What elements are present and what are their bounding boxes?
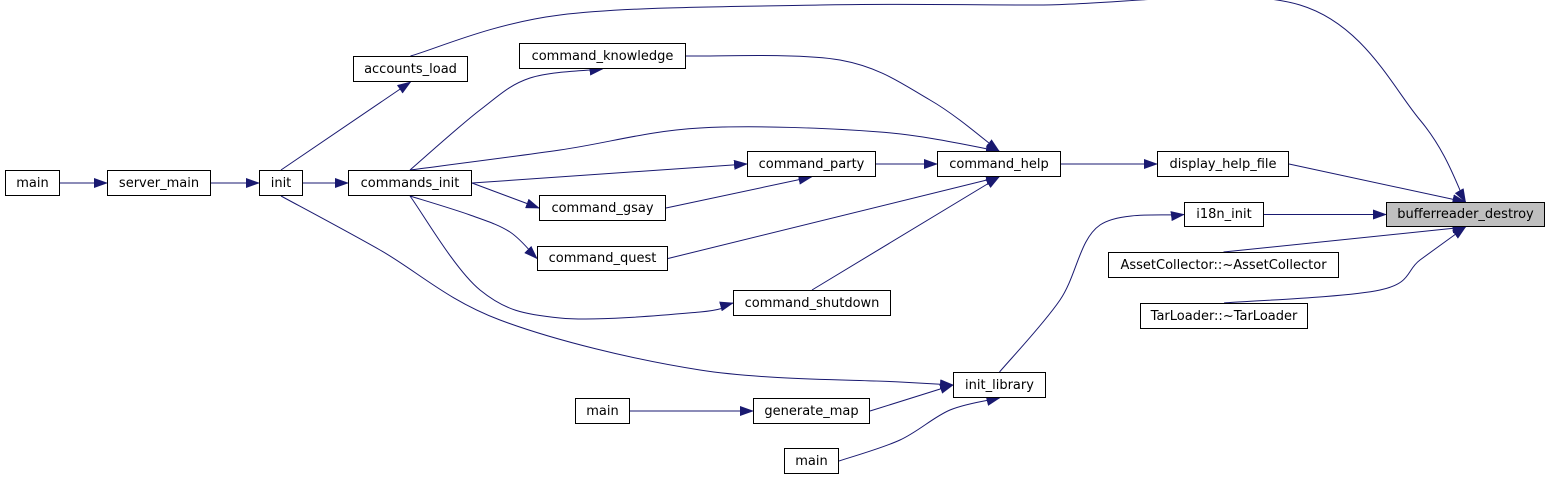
node-init-library[interactable]: init_library bbox=[953, 372, 1046, 398]
edge-command-shutdown-to-command-help bbox=[811, 176, 1000, 291]
node-accounts-load[interactable]: accounts_load bbox=[353, 56, 468, 82]
edge-init-library-to-i18n-init bbox=[999, 211, 1185, 373]
edge-accounts-load-to-bufferreader-destroy bbox=[410, 0, 1466, 203]
node-bufferreader-destroy: bufferreader_destroy bbox=[1386, 202, 1545, 227]
edge-command-knowledge-to-command-help bbox=[685, 55, 1000, 152]
node-main-server[interactable]: main bbox=[5, 170, 60, 196]
node-command-party[interactable]: command_party bbox=[747, 151, 876, 177]
node-command-gsay[interactable]: command_gsay bbox=[539, 195, 666, 221]
node-generate-map[interactable]: generate_map bbox=[753, 398, 870, 424]
node-command-shutdown[interactable]: command_shutdown bbox=[733, 290, 891, 316]
edge-commands-init-to-command-help bbox=[409, 126, 1000, 171]
edge-commands-init-to-command-party bbox=[471, 159, 748, 184]
edge-main-init-library-to-init-library bbox=[838, 396, 1001, 462]
node-tar-loader-destructor[interactable]: TarLoader::~TarLoader bbox=[1140, 303, 1308, 329]
edge-commands-init-to-command-knowledge bbox=[409, 65, 604, 171]
node-command-help[interactable]: command_help bbox=[937, 151, 1061, 177]
edge-init-to-accounts-load bbox=[280, 81, 412, 171]
node-command-knowledge[interactable]: command_knowledge bbox=[519, 43, 686, 69]
edge-commands-init-to-command-gsay bbox=[471, 182, 540, 209]
edge-commands-init-to-command-shutdown bbox=[409, 195, 734, 320]
edge-display-help-file-to-bufferreader-destroy bbox=[1288, 163, 1467, 205]
node-command-quest[interactable]: command_quest bbox=[537, 246, 668, 271]
edge-commands-init-to-command-quest bbox=[409, 195, 538, 260]
edge-command-quest-to-command-help bbox=[667, 175, 1000, 259]
edge-tar-loader-dtor-to-bufferreader-destroy bbox=[1223, 226, 1467, 304]
node-server-main[interactable]: server_main bbox=[107, 170, 211, 196]
node-init[interactable]: init bbox=[259, 170, 303, 196]
edge-asset-collector-dtor-to-bufferreader-destroy bbox=[1223, 223, 1467, 253]
node-asset-collector-destructor[interactable]: AssetCollector::~AssetCollector bbox=[1108, 252, 1339, 278]
node-commands-init[interactable]: commands_init bbox=[348, 170, 472, 196]
node-i18n-init[interactable]: i18n_init bbox=[1184, 202, 1264, 227]
node-main-generate-map[interactable]: main bbox=[575, 398, 630, 424]
edge-init-to-init-library bbox=[280, 195, 954, 390]
node-display-help-file[interactable]: display_help_file bbox=[1157, 151, 1289, 177]
edge-command-gsay-to-command-party bbox=[665, 174, 813, 209]
node-main-init-library[interactable]: main bbox=[784, 448, 839, 474]
edge-generate-map-to-init-library bbox=[869, 384, 954, 412]
